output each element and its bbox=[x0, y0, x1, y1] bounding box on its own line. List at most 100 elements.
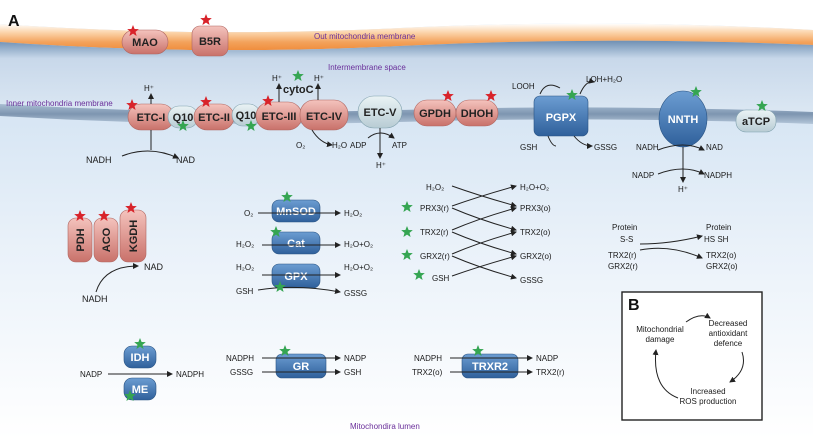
prx-gssg: GSSG bbox=[520, 276, 543, 285]
gr-gsh: GSH bbox=[344, 368, 362, 377]
protein-nnth: NNTH bbox=[658, 90, 708, 148]
antiox-h2o-o2-b: H₂O+O₂ bbox=[344, 263, 373, 272]
antiox-gssg: GSSG bbox=[344, 289, 367, 298]
svg-text:ACO: ACO bbox=[101, 227, 113, 252]
trx2-reduced: TRX2(r) bbox=[420, 228, 449, 237]
prx-h2o2: H₂O₂ bbox=[426, 183, 444, 192]
tca-nad: NAD bbox=[144, 262, 164, 272]
prx-arrows bbox=[451, 184, 517, 280]
loh-h2o-label: LOH+H₂O bbox=[586, 75, 622, 84]
svg-text:ETC-III: ETC-III bbox=[262, 111, 297, 123]
node-ros-line1: Increased bbox=[690, 387, 725, 396]
h2o-etc4: H₂O bbox=[332, 141, 347, 150]
prx3-oxidized: PRX3(o) bbox=[520, 204, 551, 213]
h-plus-nnth: H⁺ bbox=[678, 185, 688, 194]
nadh-etc1: NADH bbox=[86, 155, 112, 165]
inner-membrane-label: Inner mitochondria membrane bbox=[6, 99, 113, 108]
grx2-reduced: GRX2(r) bbox=[420, 252, 450, 261]
antiox-h2o-o2-a: H₂O+O₂ bbox=[344, 240, 373, 249]
trx2-oxidized: TRX2(o) bbox=[520, 228, 551, 237]
trxr2-nadph: NADPH bbox=[414, 354, 442, 363]
h-plus-etc1: H⁺ bbox=[144, 84, 154, 93]
protein-atcp: aTCP bbox=[735, 109, 777, 133]
atp-etc5: ATP bbox=[392, 141, 407, 150]
node-ros-line2: ROS production bbox=[680, 397, 737, 406]
protein-ss: S-S bbox=[620, 235, 633, 244]
protein-trx2r: TRX2(r) bbox=[608, 251, 637, 260]
svg-text:MnSOD: MnSOD bbox=[276, 206, 316, 218]
protein-hssh: HS SH bbox=[704, 235, 729, 244]
trxr2-trx2o: TRX2(o) bbox=[412, 368, 443, 377]
protein-b5r: B5R bbox=[191, 25, 229, 57]
etc-complex-5: ETC-V bbox=[357, 95, 403, 129]
enzyme-pdh: PDH bbox=[67, 217, 93, 263]
adp-etc5: ADP bbox=[350, 141, 366, 150]
svg-text:Q10: Q10 bbox=[173, 112, 194, 124]
svg-text:NNTH: NNTH bbox=[668, 114, 699, 126]
grx2-oxidized: GRX2(o) bbox=[520, 252, 552, 261]
node-anti-line2: antioxidant bbox=[709, 329, 748, 338]
nadph-producer-nadph: NADPH bbox=[176, 370, 204, 379]
panel-a-letter: A bbox=[8, 13, 20, 30]
svg-text:ETC-IV: ETC-IV bbox=[306, 111, 343, 123]
svg-text:Q10: Q10 bbox=[236, 110, 257, 122]
tca-nadh: NADH bbox=[82, 294, 108, 304]
svg-text:Cat: Cat bbox=[287, 238, 305, 250]
nadph-producer-nadp: NADP bbox=[80, 370, 102, 379]
enzyme-mnsod: MnSOD bbox=[271, 199, 321, 223]
antiox-h2o2-c: H₂O₂ bbox=[236, 263, 254, 272]
intermembrane-space bbox=[0, 40, 813, 112]
antiox-h2o2-b: H₂O₂ bbox=[236, 240, 254, 249]
h-plus-etc4: H⁺ bbox=[314, 74, 324, 83]
protein-grx2r: GRX2(r) bbox=[608, 262, 638, 271]
h-plus-etc5: H⁺ bbox=[376, 161, 386, 170]
antiox-o2: O₂ bbox=[244, 209, 253, 218]
protein-trx2o: TRX2(o) bbox=[706, 251, 737, 260]
etc-complex-4: ETC-IV bbox=[299, 99, 349, 131]
protein-left: Protein bbox=[612, 223, 637, 232]
antiox-gsh: GSH bbox=[236, 287, 254, 296]
nadh-nnth: NADH bbox=[636, 143, 659, 152]
protein-pgpx: PGPX bbox=[533, 95, 589, 137]
gsh-pgpx: GSH bbox=[520, 143, 538, 152]
h-plus-etc3: H⁺ bbox=[272, 74, 282, 83]
enzyme-aco: ACO bbox=[93, 217, 119, 263]
svg-text:KGDH: KGDH bbox=[128, 220, 140, 252]
svg-text:aTCP: aTCP bbox=[742, 116, 770, 128]
etc-complex-2: ETC-II bbox=[193, 103, 235, 131]
prx-h2o-o2: H₂O+O₂ bbox=[520, 183, 549, 192]
protein-arrows bbox=[639, 234, 703, 259]
prx-gsh: GSH bbox=[432, 274, 450, 283]
svg-text:TRXR2: TRXR2 bbox=[472, 361, 508, 373]
protein-gpdh: GPDH bbox=[413, 99, 457, 127]
svg-text:ETC-II: ETC-II bbox=[198, 112, 230, 124]
panel-b: B Mitochondrial damage Decreased antioxi… bbox=[621, 291, 763, 421]
svg-text:B5R: B5R bbox=[199, 36, 221, 48]
svg-text:ETC-I: ETC-I bbox=[137, 112, 166, 124]
enzyme-cat: Cat bbox=[271, 231, 321, 255]
svg-text:DHOH: DHOH bbox=[461, 108, 493, 120]
protein-grx2o: GRX2(o) bbox=[706, 262, 738, 271]
panel-b-letter: B bbox=[628, 297, 640, 314]
trxr2-nadp: NADP bbox=[536, 354, 558, 363]
svg-text:PGPX: PGPX bbox=[546, 112, 577, 124]
gssg-pgpx: GSSG bbox=[594, 143, 617, 152]
protein-dhoh: DHOH bbox=[455, 99, 499, 127]
svg-text:IDH: IDH bbox=[131, 352, 150, 364]
nad-nnth: NAD bbox=[706, 143, 723, 152]
protein-mao: MAO bbox=[121, 29, 169, 55]
gr-nadph: NADPH bbox=[226, 354, 254, 363]
svg-text:MAO: MAO bbox=[132, 37, 158, 49]
svg-text:GPDH: GPDH bbox=[419, 108, 451, 120]
enzyme-idh: IDH bbox=[123, 345, 157, 369]
svg-text:GR: GR bbox=[293, 361, 310, 373]
node-mito-line1: Mitochondrial bbox=[636, 325, 684, 334]
outer-membrane-label: Out mitochondria membrane bbox=[314, 32, 416, 41]
svg-text:GPX: GPX bbox=[284, 271, 308, 283]
nadp-nnth: NADP bbox=[632, 171, 654, 180]
trxr2-trx2r: TRX2(r) bbox=[536, 368, 565, 377]
gr-gssg: GSSG bbox=[230, 368, 253, 377]
svg-text:PDH: PDH bbox=[75, 228, 87, 251]
